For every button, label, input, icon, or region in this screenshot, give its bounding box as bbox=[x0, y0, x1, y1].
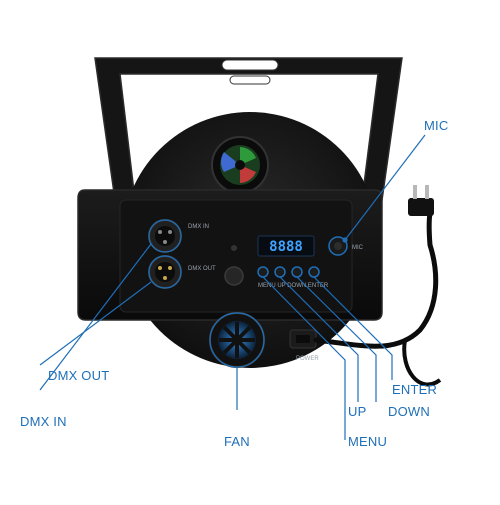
led-display: 8888 bbox=[257, 235, 315, 257]
menu-button bbox=[257, 266, 269, 278]
display-digits: 8888 bbox=[269, 239, 303, 255]
mic-panel-label: MIC bbox=[352, 245, 364, 251]
up-callout-label: UP bbox=[348, 404, 367, 419]
power-panel-label: POWER bbox=[296, 356, 319, 362]
sound-knob bbox=[224, 266, 244, 286]
mic-callout-label: MIC bbox=[424, 118, 449, 133]
mic-sensor-icon bbox=[328, 236, 348, 256]
menu-callout-label: MENU bbox=[348, 434, 388, 449]
down-button bbox=[291, 266, 303, 278]
mic-hole-icon bbox=[231, 245, 237, 251]
enter-callout-label: ENTER bbox=[392, 382, 438, 397]
fan-callout-label: FAN bbox=[224, 434, 250, 449]
enter-button bbox=[308, 266, 320, 278]
down-callout-label: DOWN bbox=[388, 404, 430, 419]
up-button bbox=[274, 266, 286, 278]
power-plug-icon bbox=[408, 185, 434, 216]
power-inlet bbox=[289, 329, 317, 349]
dmx-out-callout-label: DMX OUT bbox=[48, 368, 110, 383]
dmx-in-callout-label: DMX IN bbox=[20, 414, 67, 429]
callout-lines bbox=[39, 134, 426, 440]
dmx-out-panel-label: DMX OUT bbox=[188, 266, 216, 272]
dmx-in-panel-label: DMX IN bbox=[188, 224, 209, 230]
top-fan-icon bbox=[211, 136, 269, 194]
button-panel-labels: MENU UP DOWN ENTER bbox=[258, 283, 329, 289]
